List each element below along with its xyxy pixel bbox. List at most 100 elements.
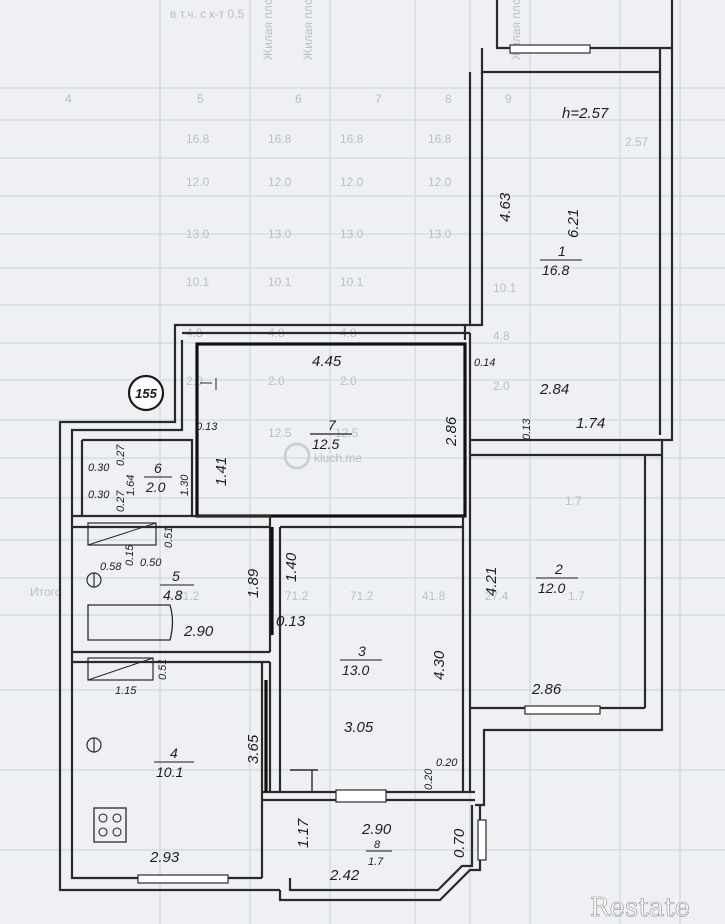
- table-cell: 12.0: [186, 175, 210, 189]
- cabinet-icon: [87, 522, 157, 546]
- bathtub-icon: [87, 604, 174, 641]
- dimension: 1.41: [213, 457, 230, 486]
- table-cell: 2.0: [186, 374, 203, 388]
- dimension: 0.30: [88, 489, 110, 501]
- window: [137, 874, 229, 884]
- table-cell: 10.1: [493, 281, 517, 295]
- windows: [137, 44, 601, 884]
- table-cell: 2.0: [268, 374, 285, 388]
- table-col-number: 8: [445, 92, 452, 106]
- room-area: 1.7: [368, 856, 384, 868]
- dimension: 2.90: [183, 623, 214, 640]
- dimension: 2.90: [361, 821, 392, 838]
- room-8-label: 8 1.7: [366, 839, 392, 868]
- table-cell: 2.0: [340, 374, 357, 388]
- window: [335, 789, 387, 803]
- dimension: 0.58: [100, 561, 122, 573]
- dimension: 6.21: [565, 209, 582, 238]
- watermark: kluch.me: [283, 442, 362, 470]
- dimension: 0.30: [88, 462, 110, 474]
- table-header-cell: Жилая площадь: [261, 0, 275, 60]
- room-4-label: 4 10.1: [154, 745, 194, 780]
- dimension: 4.30: [431, 650, 448, 680]
- room-7-outline: [195, 342, 467, 518]
- room-5-label: 5 4.8: [160, 568, 194, 603]
- table-cell: 13.0: [428, 227, 452, 241]
- table-cell: 10.1: [340, 275, 364, 289]
- room-3-label: 3 13.0: [340, 643, 382, 678]
- dimension: 4.63: [497, 192, 514, 222]
- table-total: 41.8: [422, 589, 446, 603]
- table-total: 27.4: [485, 589, 509, 603]
- room-number: 7: [328, 417, 337, 433]
- window: [524, 705, 601, 715]
- table-col-number: 9: [505, 92, 512, 106]
- room-number: 3: [358, 643, 366, 659]
- table-total: 71.2: [350, 589, 374, 603]
- room-area: 4.8: [163, 587, 183, 603]
- table-total: 71.2: [176, 589, 200, 603]
- dimension: 0.51: [163, 527, 175, 548]
- marker-label: 155: [135, 386, 157, 401]
- interior-walls: [72, 333, 662, 878]
- dimension: 1.15: [115, 685, 137, 697]
- cabinet-icon: [87, 657, 154, 681]
- table-col-number: 6: [295, 92, 302, 106]
- table-cell: 12.0: [428, 175, 452, 189]
- dimension: 0.51: [157, 659, 169, 680]
- brand-logo: Restate: [590, 893, 691, 924]
- room-labels: 1 16.8 2 12.0 3 13.0 4 10.1 5 4.8: [144, 243, 582, 868]
- dimension: 3.65: [245, 734, 262, 764]
- table-cell: 13.0: [268, 227, 292, 241]
- room-number: 6: [154, 460, 162, 476]
- watermark-text: kluch.me: [314, 451, 362, 465]
- table-col-number: 7: [375, 92, 382, 106]
- dimension: 1.40: [283, 552, 300, 582]
- room-number: 4: [170, 745, 178, 761]
- room-area: 12.5: [312, 436, 339, 452]
- table-cell: 16.8: [268, 132, 292, 146]
- stove-icon: [93, 807, 127, 843]
- dimension: 2.93: [149, 849, 180, 866]
- dimension: 4.21: [483, 567, 500, 596]
- dimension: 2.84: [539, 381, 569, 398]
- room-area: 12.0: [538, 580, 565, 596]
- table-cell: 16.8: [340, 132, 364, 146]
- dimension: 1.17: [295, 818, 312, 848]
- table-cell: 13.0: [186, 227, 210, 241]
- dimension: 0.20: [436, 757, 458, 769]
- room-number: 5: [172, 568, 180, 584]
- dimension: 2.42: [329, 867, 360, 884]
- marker-155: 155: [127, 374, 165, 412]
- room-number: 2: [554, 561, 563, 577]
- dimension: 0.20: [423, 768, 435, 790]
- table-cell: 12.5: [268, 426, 292, 440]
- table-cell: 4.8: [493, 329, 510, 343]
- dimension: 0.70: [451, 828, 468, 858]
- fixtures: [86, 378, 217, 843]
- outer-walls: [58, 0, 674, 902]
- dimension: 2.86: [531, 681, 562, 698]
- table-header-cell: в т.ч. с к-т 0.5: [170, 7, 245, 21]
- table-cell: 16.8: [186, 132, 210, 146]
- window: [509, 44, 591, 54]
- dimension: 4.45: [312, 353, 342, 370]
- room-1-label: 1 16.8: [540, 243, 582, 278]
- table-header-cell: Жилая площадь: [301, 0, 315, 60]
- dimension: 0.13: [521, 418, 533, 440]
- dimension: 1.89: [245, 568, 262, 598]
- table-cell: 12.0: [268, 175, 292, 189]
- dimension: 0.14: [474, 357, 495, 369]
- room-number: 8: [374, 839, 381, 851]
- table-total-label: Итого: [30, 585, 62, 599]
- dimension: 0.13: [196, 421, 218, 433]
- table-total: 1.7: [568, 589, 585, 603]
- room-7-label: 7 12.5: [310, 417, 352, 452]
- room-area: 16.8: [542, 262, 569, 278]
- dimension: 1.30: [179, 474, 191, 496]
- table-cell: 10.1: [268, 275, 292, 289]
- dimension: 0.15: [124, 544, 136, 566]
- dimension-labels: 4.63 6.21 4.45 0.14 2.84 0.13 1.74 2.86 …: [88, 192, 605, 884]
- table-cell: 12.5: [335, 426, 359, 440]
